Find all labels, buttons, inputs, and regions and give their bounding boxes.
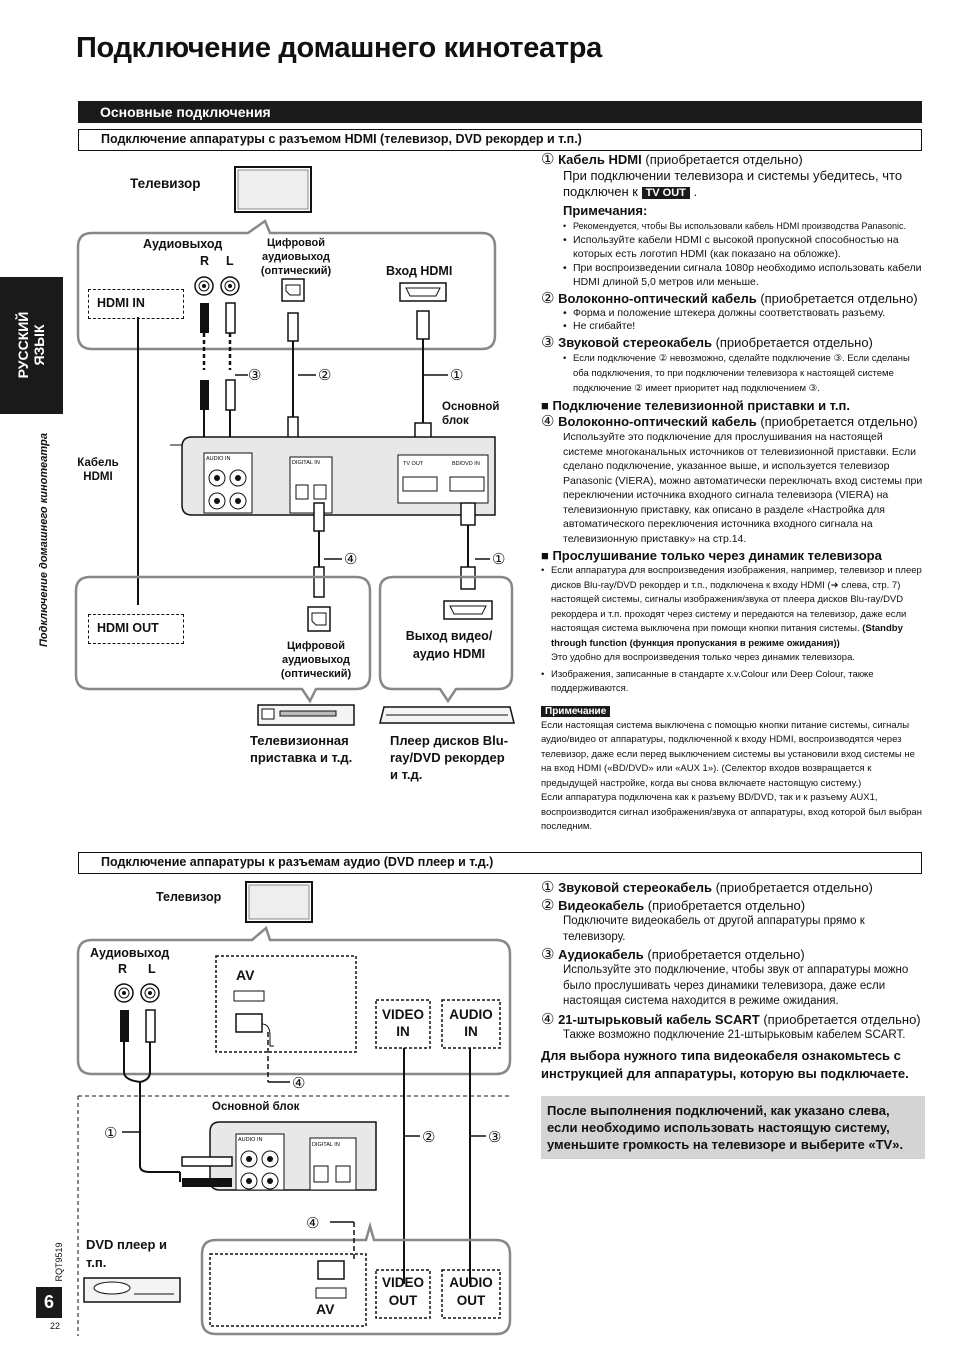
language-tab: РУССКИЙ ЯЗЫК xyxy=(0,277,63,414)
tv-speaker-item-1: Если аппаратура для воспроизведения изоб… xyxy=(541,564,925,666)
hdmi-audio-out: Аудиовыход xyxy=(143,237,223,251)
item-3-notes: Если подключение ② невозможно, сделайте … xyxy=(541,351,925,396)
tv-speaker-heading: ■ Прослушивание только через динамик тел… xyxy=(541,548,882,563)
callout-2: ② xyxy=(318,367,331,384)
item-2-note-1: Форма и положение штекера должны соответ… xyxy=(563,307,925,320)
a-item-1: ① Звуковой стереокабель (приобретается о… xyxy=(541,879,873,896)
a-item-4-text: Также возможно подключение 21-штырьковым… xyxy=(563,1028,906,1041)
stb-heading: ■ Подключение телевизионной приставки и … xyxy=(541,398,850,413)
audio-subheading: Подключение аппаратуры к разъемам аудио … xyxy=(78,852,922,874)
note-block: Примечание Если настоящая система выключ… xyxy=(541,701,925,835)
hdmi-tv-label: Телевизор xyxy=(130,176,201,191)
item-1: ① Кабель HDMI (приобретается отдельно) xyxy=(541,151,803,168)
volume-advice-box: После выполнения подключений, как указан… xyxy=(541,1096,925,1159)
item-4: ④ Волоконно-оптический кабель (приобрета… xyxy=(541,413,918,430)
tv-speaker-list: Если аппаратура для воспроизведения изоб… xyxy=(541,564,925,697)
side-vertical-caption: Подключение домашнего кинотеатра xyxy=(38,433,50,647)
hdmi-instructions: ① Кабель HDMI (приобретается отдельно) П… xyxy=(541,152,925,835)
callout-4: ④ xyxy=(344,551,357,568)
item-2-note-2: Не сгибайте! xyxy=(563,320,925,333)
hdmi-r: R xyxy=(200,254,210,268)
dvd-label: DVD плеер и т.п. xyxy=(86,1237,168,1270)
page-code: RQT9519 xyxy=(54,1242,64,1282)
language-tab-line2: ЯЗЫК xyxy=(31,324,47,366)
audio-callout-3: ③ xyxy=(488,1129,501,1146)
audio-callout-2: ② xyxy=(422,1129,435,1146)
note-tag: Примечание xyxy=(541,705,611,717)
audio-out-label: Аудиовыход xyxy=(90,946,170,960)
item-2-notes: Форма и положение штекера должны соответ… xyxy=(541,307,925,333)
video-out-box: VIDEO OUT xyxy=(381,1275,424,1308)
av-label-bottom: AV xyxy=(316,1301,335,1317)
tv-out-tag: TV OUT xyxy=(641,187,690,199)
section-bar: Основные подключения xyxy=(78,101,922,123)
note-text: Если настоящая система выключена с помощ… xyxy=(541,719,915,789)
svg-text:AUDIO IN: AUDIO IN xyxy=(206,456,230,462)
svg-text:TV OUT: TV OUT xyxy=(403,461,424,467)
a-item-3: ③ Аудиокабель (приобретается отдельно) xyxy=(541,946,805,963)
note-3: При воспроизведении сигнала 1080p необхо… xyxy=(563,261,925,289)
hdmi-digital-out-tv: Цифровой аудиовыход (оптический) xyxy=(260,237,332,277)
a-item-3-text: Используйте это подключение, чтобы звук … xyxy=(563,964,909,1007)
av-label-top: AV xyxy=(236,967,255,983)
a-item-4: ④ 21-штырьковый кабель SCART (приобретае… xyxy=(541,1010,921,1028)
stb-label: Телевизионная приставка и т.д. xyxy=(250,733,353,765)
stb-digital-out: Цифровой аудиовыход (оптический) xyxy=(280,640,352,680)
hdmi-in-box: HDMI IN xyxy=(88,289,184,319)
callout-3: ③ xyxy=(248,367,261,384)
bd-hdmi-out: Выход видео/ аудио HDMI xyxy=(405,629,493,661)
audio-l: L xyxy=(148,962,156,976)
audio-callout-4-bottom: ④ xyxy=(306,1215,319,1232)
note-2: Используйте кабели HDMI с высокой пропус… xyxy=(563,233,925,261)
page-number: 6 xyxy=(36,1287,62,1318)
svg-text:DIGITAL IN: DIGITAL IN xyxy=(312,1142,340,1148)
video-in-box: VIDEO IN xyxy=(381,1007,424,1039)
item-2: ② Волоконно-оптический кабель (приобрета… xyxy=(541,290,918,307)
notes-title: Примечания: xyxy=(563,203,648,218)
audio-r: R xyxy=(118,962,128,976)
callout-1-bottom: ① xyxy=(492,551,505,568)
cable-advice: Для выбора нужного типа видеокабеля озна… xyxy=(541,1048,909,1081)
hdmi-subheading: Подключение аппаратуры с разъемом HDMI (… xyxy=(78,129,922,151)
audio-diagram: AUDIO IN DIGITAL IN ④ ① ② ③ ④ xyxy=(76,881,512,1336)
page-sub-number: 22 xyxy=(50,1321,61,1331)
note-1: Рекомендуется, чтобы Вы использовали каб… xyxy=(563,219,925,233)
audio-main-unit: Основной блок xyxy=(212,1101,300,1113)
audio-tv-label: Телевизор xyxy=(156,890,222,904)
language-tab-line1: РУССКИЙ xyxy=(15,311,31,379)
audio-callout-4-top: ④ xyxy=(292,1075,305,1092)
item-3: ③ Звуковой стереокабель (приобретается о… xyxy=(541,334,873,351)
hdmi-main-unit: Основной блок xyxy=(442,401,500,427)
item-3-note: Если подключение ② невозможно, сделайте … xyxy=(563,351,925,396)
tv-speaker-item-2: Изображения, записанные в стандарте x.v.… xyxy=(541,668,925,697)
callout-1-top: ① xyxy=(450,367,463,384)
audio-instructions: ① Звуковой стереокабель (приобретается о… xyxy=(541,880,925,1159)
a-item-2-text: Подключите видеокабель от другой аппарат… xyxy=(563,915,865,943)
hdmi-out-box: HDMI OUT xyxy=(88,614,184,644)
audio-callout-1: ① xyxy=(104,1125,117,1142)
hdmi-in-label: Вход HDMI xyxy=(386,264,453,278)
hdmi-l: L xyxy=(226,254,234,268)
item-1-text: При подключении телевизора и системы убе… xyxy=(563,168,903,199)
a-item-2: ② Видеокабель (приобретается отдельно) xyxy=(541,897,806,914)
audio-in-box: AUDIO IN xyxy=(449,1007,493,1039)
notes-list: Рекомендуется, чтобы Вы использовали каб… xyxy=(541,219,925,289)
item-4-text: Используйте это подключение для прослуши… xyxy=(563,431,923,545)
note-text-2: Если аппаратура подключена как к разъему… xyxy=(541,792,922,832)
bd-label: Плеер дисков Blu-ray/DVD рекордер и т.д. xyxy=(390,733,509,782)
page-title: Подключение домашнего кинотеатра xyxy=(76,32,603,64)
audio-out-box: AUDIO OUT xyxy=(449,1275,493,1308)
hdmi-cable-label: Кабель HDMI xyxy=(77,457,119,483)
svg-text:BD/DVD IN: BD/DVD IN xyxy=(452,461,480,467)
svg-text:DIGITAL IN: DIGITAL IN xyxy=(292,460,320,466)
svg-text:AUDIO IN: AUDIO IN xyxy=(238,1137,262,1143)
